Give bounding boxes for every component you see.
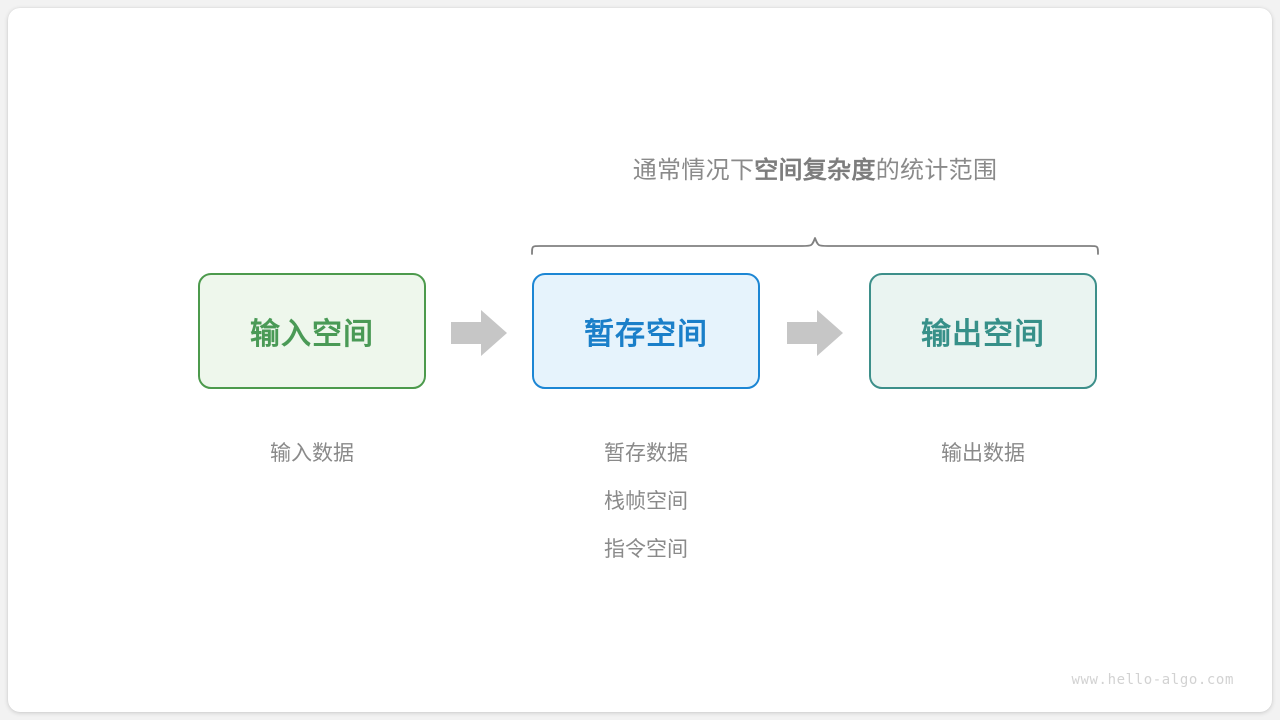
- sublabel-item: 指令空间: [604, 538, 688, 561]
- sublabel-item: 暂存数据: [604, 442, 688, 465]
- box-input-space[interactable]: 输入空间: [198, 273, 426, 389]
- box-output-space[interactable]: 输出空间: [869, 273, 1097, 389]
- box-buffer-space[interactable]: 暂存空间: [532, 273, 760, 389]
- right-arrow-icon-1: [449, 308, 509, 358]
- caption-emphasis: 空间复杂度: [754, 157, 876, 184]
- box-output-space-label: 输出空间: [921, 318, 1045, 351]
- box-input-space-label: 输入空间: [250, 318, 374, 351]
- sublabels-output: 输出数据: [869, 430, 1097, 478]
- sublabel-item: 栈帧空间: [604, 490, 688, 513]
- scope-caption: 通常情况下空间复杂度的统计范围: [532, 154, 1098, 188]
- watermark: www.hello-algo.com: [1071, 672, 1234, 688]
- caption-suffix: 的统计范围: [875, 157, 998, 184]
- right-arrow-icon-2: [785, 308, 845, 358]
- diagram-canvas: 通常情况下空间复杂度的统计范围 输入空间 暂存空间 输出空间: [8, 8, 1272, 712]
- sublabel-item: 输入数据: [270, 442, 354, 465]
- sublabels-buffer: 暂存数据 栈帧空间 指令空间: [532, 430, 760, 574]
- caption-prefix: 通常情况下: [632, 157, 755, 184]
- sublabel-item: 输出数据: [941, 442, 1025, 465]
- box-buffer-space-label: 暂存空间: [584, 318, 708, 351]
- curly-brace-icon: [522, 202, 1108, 262]
- sublabels-input: 输入数据: [198, 430, 426, 478]
